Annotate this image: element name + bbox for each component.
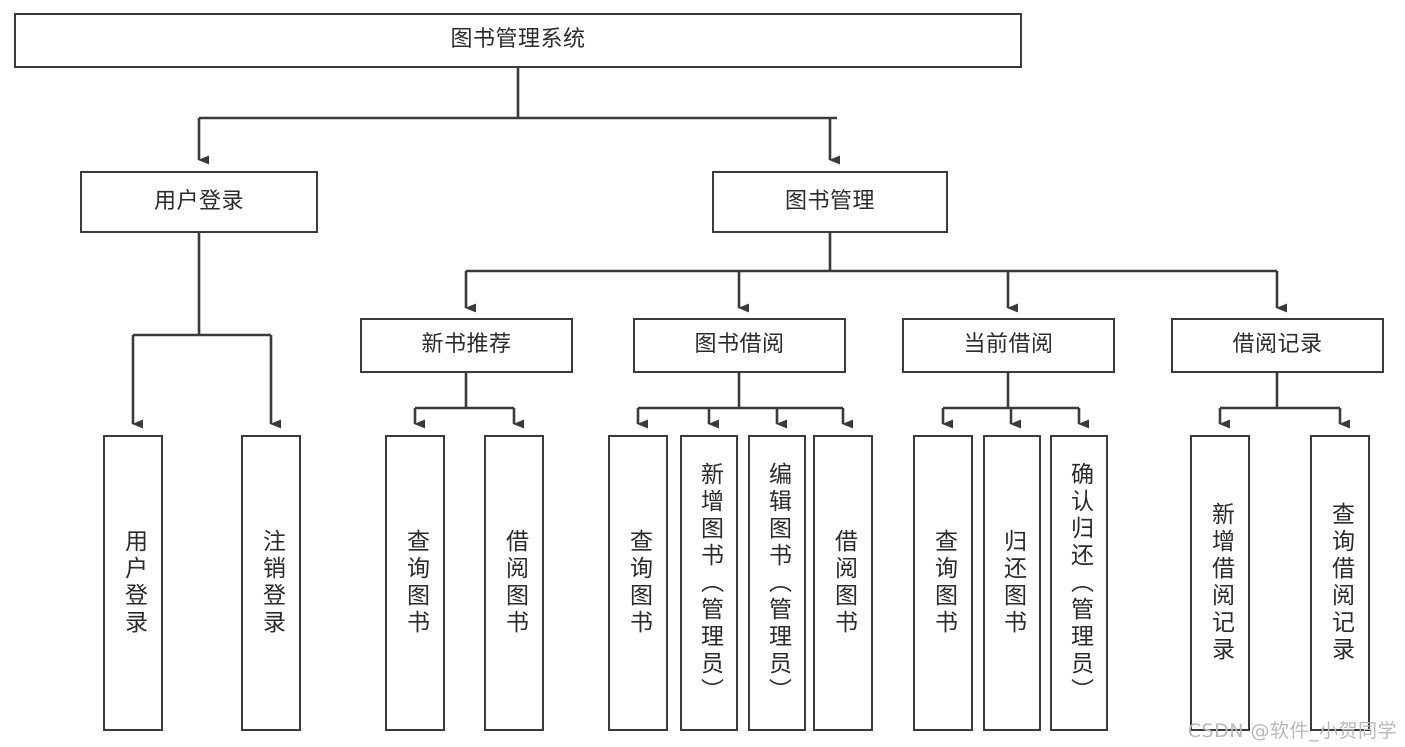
node-leaf-query-book-2-label: 查询图书 — [625, 529, 652, 637]
node-leaf-return-book[interactable]: 归还图书 — [983, 435, 1041, 731]
node-book-borrow[interactable]: 图书借阅 — [633, 318, 846, 373]
watermark-text: CSDN @软件_小贺同学 — [1187, 720, 1397, 742]
node-book-manage[interactable]: 图书管理 — [712, 171, 948, 233]
node-leaf-confirm-return-label: 确认归还（管理员） — [1066, 461, 1093, 705]
node-leaf-return-book-label: 归还图书 — [999, 529, 1026, 637]
node-leaf-query-book-3[interactable]: 查询图书 — [913, 435, 973, 731]
node-leaf-confirm-return[interactable]: 确认归还（管理员） — [1050, 435, 1108, 731]
node-book-manage-label: 图书管理 — [784, 188, 875, 214]
node-leaf-query-book-1-label: 查询图书 — [402, 529, 429, 637]
node-borrow-record[interactable]: 借阅记录 — [1171, 318, 1384, 373]
node-leaf-logout[interactable]: 注销登录 — [241, 435, 301, 731]
node-leaf-add-record-label: 新增借阅记录 — [1207, 502, 1234, 664]
node-leaf-user-login-label: 用户登录 — [120, 529, 147, 637]
node-new-book-rec-label: 新书推荐 — [421, 332, 512, 358]
node-root-label: 图书管理系统 — [450, 27, 586, 53]
node-borrow-record-label: 借阅记录 — [1232, 332, 1323, 358]
node-current-borrow[interactable]: 当前借阅 — [902, 318, 1115, 373]
node-new-book-rec[interactable]: 新书推荐 — [360, 318, 573, 373]
node-leaf-query-book-2[interactable]: 查询图书 — [608, 435, 668, 731]
node-root[interactable]: 图书管理系统 — [14, 13, 1022, 68]
node-leaf-edit-book[interactable]: 编辑图书（管理员） — [748, 435, 806, 731]
node-book-borrow-label: 图书借阅 — [694, 332, 785, 358]
node-leaf-borrow-book-1[interactable]: 借阅图书 — [484, 435, 544, 731]
node-leaf-borrow-book-2[interactable]: 借阅图书 — [813, 435, 873, 731]
node-user-login[interactable]: 用户登录 — [80, 171, 318, 233]
node-current-borrow-label: 当前借阅 — [963, 332, 1054, 358]
node-leaf-edit-book-label: 编辑图书（管理员） — [764, 461, 791, 705]
node-leaf-add-book[interactable]: 新增图书（管理员） — [680, 435, 738, 731]
node-leaf-query-book-1[interactable]: 查询图书 — [385, 435, 445, 731]
node-leaf-borrow-book-1-label: 借阅图书 — [501, 529, 528, 637]
node-leaf-logout-label: 注销登录 — [258, 529, 285, 637]
node-leaf-add-book-label: 新增图书（管理员） — [696, 461, 723, 705]
node-leaf-query-record[interactable]: 查询借阅记录 — [1310, 435, 1370, 731]
node-leaf-borrow-book-2-label: 借阅图书 — [830, 529, 857, 637]
node-leaf-query-book-3-label: 查询图书 — [930, 529, 957, 637]
node-leaf-add-record[interactable]: 新增借阅记录 — [1190, 435, 1250, 731]
node-leaf-user-login[interactable]: 用户登录 — [103, 435, 163, 731]
node-leaf-query-record-label: 查询借阅记录 — [1327, 502, 1354, 664]
node-user-login-label: 用户登录 — [153, 188, 244, 214]
